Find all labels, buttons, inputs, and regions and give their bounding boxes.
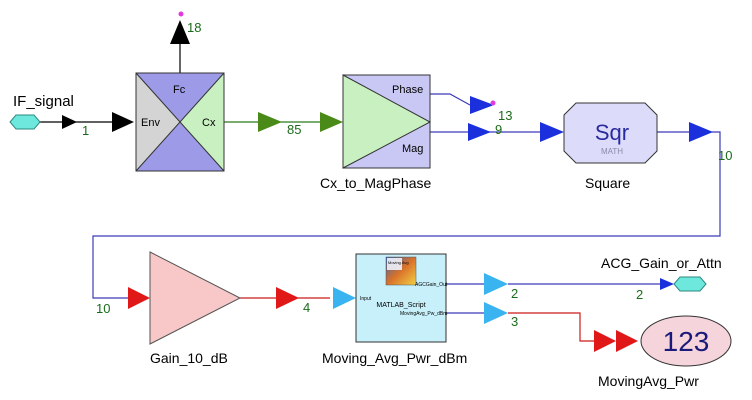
cx-arrow-2[interactable] bbox=[320, 112, 343, 132]
if-signal-source[interactable]: IF_signal 1 bbox=[9, 93, 89, 138]
gain-in-arrow[interactable] bbox=[128, 287, 150, 309]
cx-green-arrows: 85 bbox=[258, 112, 343, 137]
matlab-name: MATLAB_Script bbox=[376, 302, 425, 309]
matlab-out1-arrow[interactable] bbox=[484, 273, 508, 295]
matlab-port-out2: MovingAvg_Pw_dBm bbox=[400, 311, 447, 317]
acg-sink[interactable]: ACG_Gain_or_Attn 2 bbox=[601, 255, 722, 302]
matlab-out-arrows: 2 3 bbox=[484, 273, 518, 329]
display-arrow-1[interactable] bbox=[594, 330, 616, 352]
matlab-port-input: Input bbox=[360, 296, 372, 302]
if-arrow[interactable] bbox=[62, 115, 77, 129]
magphase-triangle bbox=[342, 74, 432, 169]
env-port-env: Env bbox=[141, 117, 160, 129]
fc-pin-dot bbox=[178, 11, 184, 17]
mag-arrows: 9 bbox=[468, 122, 564, 142]
mag-num: 9 bbox=[495, 122, 502, 137]
matlab-in-arrow[interactable] bbox=[333, 287, 356, 309]
env-left-triangle bbox=[136, 73, 180, 171]
magphase-label: Cx_to_MagPhase bbox=[320, 175, 432, 191]
env-fc-cx-block[interactable]: Fc Env Cx 18 bbox=[112, 11, 225, 172]
square-out-num: 10 bbox=[718, 148, 732, 163]
if-port-num: 1 bbox=[82, 123, 89, 138]
matlab-icon-text: Moving Avg bbox=[388, 260, 409, 265]
if-port-shape[interactable] bbox=[9, 114, 41, 130]
gain-block[interactable]: 10 Gain_10_dB 4 bbox=[96, 251, 310, 366]
phase-terminator[interactable]: 13 bbox=[470, 96, 512, 123]
square-text: Sqr bbox=[595, 120, 629, 145]
env-port-fc: Fc bbox=[173, 84, 186, 96]
matlab-script-block[interactable]: Moving Avg Input AGCGain_Out MATLAB_Scri… bbox=[322, 253, 467, 366]
matlab-out2-arrow[interactable] bbox=[484, 302, 508, 324]
square-out-arrow[interactable] bbox=[689, 122, 713, 142]
fc-up-arrow[interactable] bbox=[170, 20, 190, 44]
env-outline bbox=[135, 72, 225, 172]
gain-label: Gain_10_dB bbox=[150, 350, 228, 366]
env-right-triangle bbox=[180, 73, 224, 171]
magphase-port-mag: Mag bbox=[402, 143, 423, 155]
cx-arrow-1[interactable] bbox=[258, 112, 282, 132]
env-port-cx: Cx bbox=[202, 117, 216, 129]
acg-num: 2 bbox=[636, 287, 643, 302]
phase-arrow[interactable] bbox=[470, 96, 494, 114]
magphase-port-phase: Phase bbox=[392, 84, 423, 96]
square-body[interactable] bbox=[563, 102, 658, 164]
square-subtext: MATH bbox=[601, 147, 623, 156]
gain-out-arrow[interactable] bbox=[276, 287, 299, 309]
gain-out-num: 4 bbox=[303, 300, 310, 315]
wire-to-display[interactable] bbox=[508, 312, 600, 342]
display-value: 123 bbox=[663, 326, 710, 357]
acg-port-shape[interactable] bbox=[673, 276, 707, 292]
cx-num: 85 bbox=[287, 122, 301, 137]
acg-arrow[interactable] bbox=[660, 278, 674, 290]
matlab-out1-num: 2 bbox=[511, 286, 518, 301]
moving-avg-display[interactable]: 123 MovingAvg_Pwr bbox=[594, 315, 732, 389]
if-signal-label: IF_signal bbox=[13, 93, 74, 110]
cx-to-magphase-block[interactable]: Phase Mag Cx_to_MagPhase bbox=[320, 74, 432, 191]
acg-label: ACG_Gain_or_Attn bbox=[601, 255, 722, 271]
matlab-body[interactable] bbox=[355, 253, 447, 343]
matlab-out2-num: 3 bbox=[511, 314, 518, 329]
gain-in-num: 10 bbox=[96, 301, 110, 316]
square-block[interactable]: Sqr MATH Square 10 bbox=[563, 102, 732, 191]
mag-arrow-2[interactable] bbox=[540, 122, 564, 142]
matlab-port-out1: AGCGain_Out bbox=[415, 282, 448, 288]
wire-phase-out[interactable] bbox=[430, 93, 471, 106]
display-arrow-2[interactable] bbox=[616, 330, 638, 352]
env-diag-2 bbox=[135, 72, 225, 172]
env-arrow-in[interactable] bbox=[112, 112, 134, 132]
mag-arrow-1[interactable] bbox=[468, 123, 491, 141]
display-label: MovingAvg_Pwr bbox=[598, 373, 699, 389]
phase-num: 13 bbox=[498, 108, 512, 123]
matlab-label: Moving_Avg_Pwr_dBm bbox=[322, 350, 467, 366]
square-label: Square bbox=[585, 175, 630, 191]
fc-num: 18 bbox=[187, 20, 201, 35]
gain-triangle[interactable] bbox=[149, 251, 242, 345]
matlab-icon-panel bbox=[387, 258, 402, 270]
display-ellipse[interactable] bbox=[640, 315, 732, 367]
phase-pin-dot bbox=[490, 100, 496, 106]
